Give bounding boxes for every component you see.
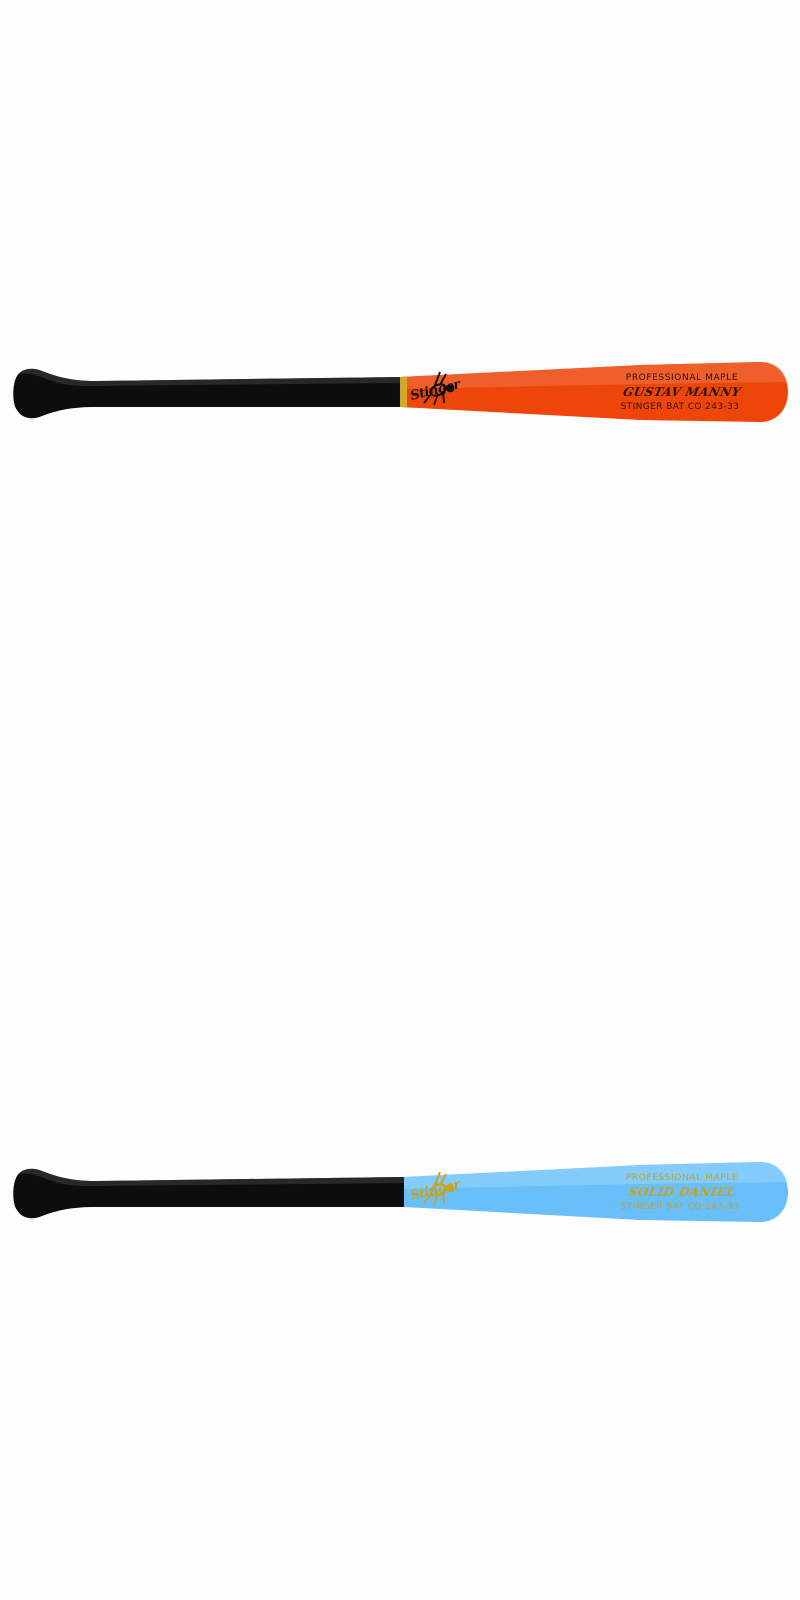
player-name: GUSTAV MANNY <box>621 385 743 399</box>
bat-ring <box>400 377 407 407</box>
model-text: STINGER BAT CO 243-33 <box>620 402 740 412</box>
hornet-icon <box>423 371 455 406</box>
model-text: STINGER BAT CO 243-33 <box>620 1202 740 1212</box>
bat-orange: Stinger PROFESSIONAL MAPLE GUSTAV MANNY … <box>0 362 800 442</box>
bat-blue-drawing <box>13 1162 788 1222</box>
bat-blue: Stinger PROFESSIONAL MAPLE SOLID DANIEL … <box>0 1162 800 1242</box>
player-name: SOLID DANIEL <box>627 1185 737 1199</box>
material-text: PROFESSIONAL MAPLE <box>625 373 739 383</box>
bat-handle <box>13 1168 404 1219</box>
bat-handle <box>13 368 400 419</box>
bat-orange-drawing <box>13 362 788 422</box>
material-text: PROFESSIONAL MAPLE <box>625 1173 739 1183</box>
bat-handle-highlight <box>20 1168 404 1186</box>
bat-handle-highlight <box>20 368 400 386</box>
bat-barrel-highlight <box>400 362 787 389</box>
hornet-icon <box>423 1171 455 1206</box>
bat-barrel-highlight <box>404 1162 787 1189</box>
